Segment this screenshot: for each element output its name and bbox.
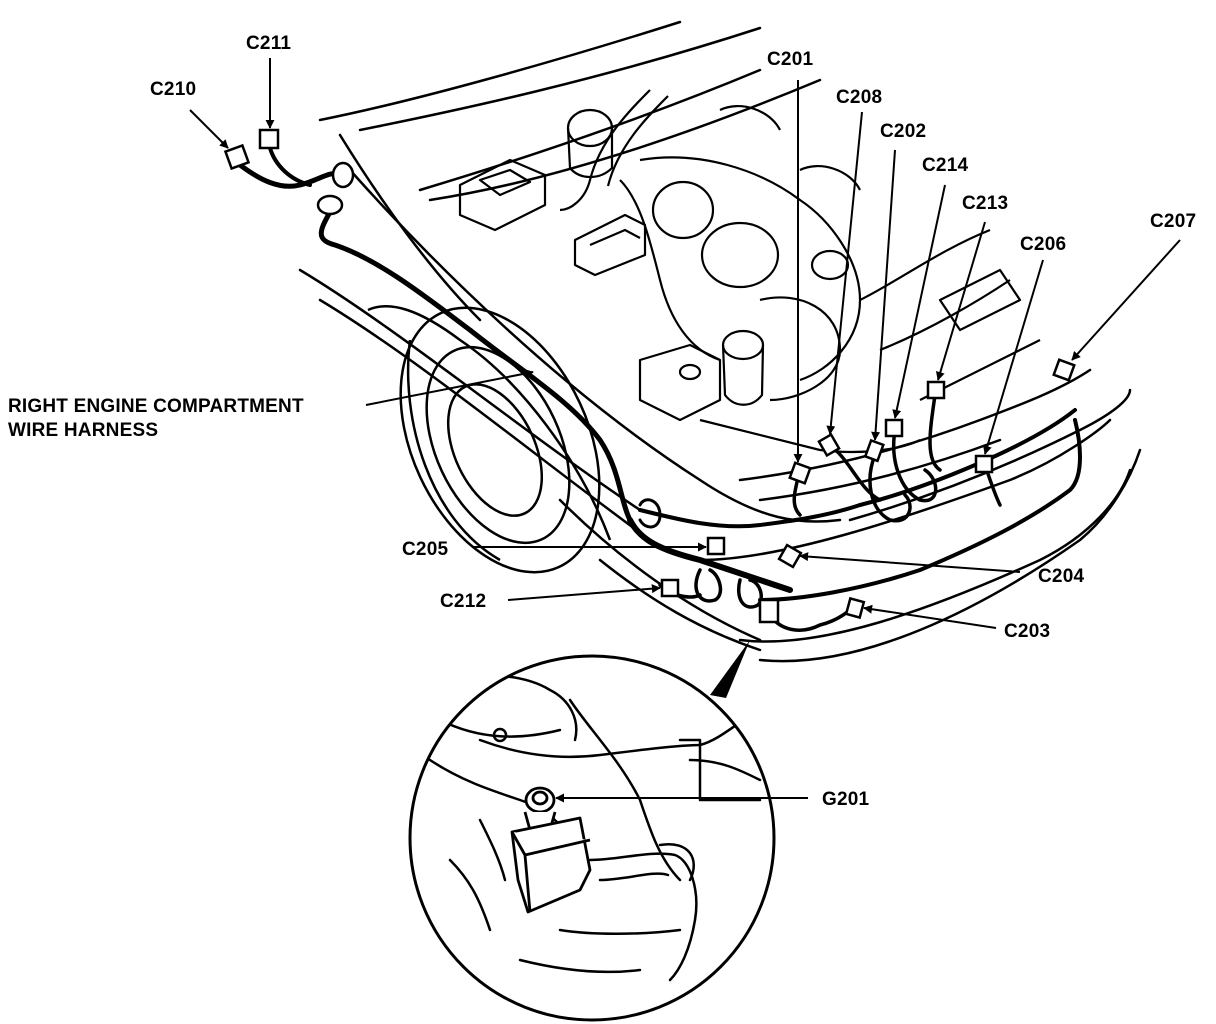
front-wheel: [367, 305, 612, 574]
connector-c213-symbol: [926, 380, 946, 400]
detail-view: [408, 640, 776, 1022]
connector-symbols: [223, 128, 1076, 624]
leader-lines: [189, 58, 1181, 803]
label-c206: C206: [1020, 234, 1067, 255]
connector-c202-symbol: [863, 438, 885, 463]
label-g201: G201: [822, 789, 870, 810]
ground-point-symbol: [758, 598, 780, 624]
car-body-outline: [298, 20, 1142, 663]
leader-c213: [935, 221, 986, 381]
connector-c203-symbol: [844, 596, 866, 620]
label-c212: C212: [440, 591, 487, 612]
label-c201: C201: [767, 49, 814, 70]
leader-c202: [871, 149, 896, 441]
engine-components: [458, 89, 1041, 454]
leader-c203: [863, 604, 997, 629]
label-c213: C213: [962, 193, 1009, 214]
connector-c212-symbol: [660, 578, 680, 598]
label-c208: C208: [836, 87, 883, 108]
connector-c211-symbol: [258, 128, 280, 150]
connector-c208-symbol: [817, 432, 841, 458]
label-c202: C202: [880, 121, 927, 142]
label-c214: C214: [922, 155, 969, 176]
connector-c205-symbol: [706, 536, 726, 556]
leader-c206: [983, 259, 1044, 455]
connector-c206-symbol: [974, 454, 994, 474]
leader-c207: [1071, 239, 1181, 361]
label-c205: C205: [402, 539, 449, 560]
wire-harness: [237, 146, 1082, 632]
label-c207: C207: [1150, 211, 1197, 232]
label-c211: C211: [246, 33, 292, 54]
connector-c204-symbol: [777, 543, 803, 569]
harness-label-line-1: RIGHT ENGINE COMPARTMENT: [8, 396, 304, 417]
leader-c208: [826, 111, 863, 435]
harness-label: RIGHT ENGINE COMPARTMENT WIRE HARNESS: [8, 395, 304, 443]
connector-c201-symbol: [788, 461, 812, 485]
leader-c210: [189, 109, 229, 149]
label-c210: C210: [150, 79, 197, 100]
connector-c207-symbol: [1052, 358, 1076, 382]
label-c203: C203: [1004, 621, 1051, 642]
connector-c214-symbol: [884, 418, 904, 438]
leader-c214: [892, 184, 946, 419]
connector-c210-symbol: [223, 143, 251, 171]
leader-c204: [799, 552, 1021, 573]
leader-c212: [507, 584, 661, 601]
harness-label-line-2: WIRE HARNESS: [8, 420, 159, 441]
leader-harness: [365, 369, 534, 406]
label-c204: C204: [1038, 566, 1085, 587]
